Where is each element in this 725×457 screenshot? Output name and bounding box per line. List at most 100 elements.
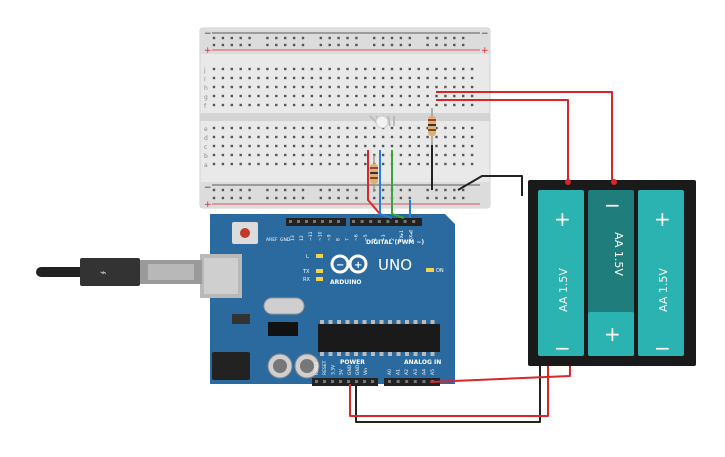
power-pin-label-1: RESET (322, 360, 328, 375)
cell-2-label: AA 1.5V (612, 232, 625, 276)
battery-terminal-positive[interactable] (565, 179, 571, 185)
resistor-bottom[interactable] (370, 155, 378, 192)
led-on-label: ON (436, 268, 444, 274)
rail-minus-label: − (204, 29, 212, 39)
power-pin-label-2: 3.3V (330, 364, 336, 375)
analog-pin-label-4: A4 (421, 369, 427, 375)
row-letter-i: i (204, 76, 206, 83)
analog-pin-label-1: A1 (396, 369, 402, 375)
analog-pin-label-2: A2 (404, 369, 410, 375)
power-pin-label-5: GND (355, 364, 361, 375)
wire-black-power[interactable] (355, 366, 541, 423)
wire-green-led[interactable] (391, 150, 405, 219)
usb-icon: ⌁ (100, 266, 107, 279)
led-on (426, 268, 434, 272)
rgb-led[interactable] (369, 115, 395, 129)
row-letter-g: g (204, 94, 208, 101)
svg-text:−: − (336, 260, 344, 271)
digital-pin-label-8: ~5 (363, 234, 369, 241)
digital-pin-label-9: 4 (372, 238, 378, 241)
row-letter-b: b (204, 153, 208, 160)
analog-header[interactable] (384, 378, 440, 386)
model-label: UNO (378, 256, 412, 274)
digital-header-low[interactable] (350, 218, 422, 226)
led-tx-label: TX (302, 269, 310, 275)
digital-pin-label-0: 13 (290, 235, 296, 241)
cell-1-bottom-sign: − (554, 336, 571, 360)
battery-cell-1: + − AA 1.5V (538, 190, 584, 360)
digital-pin-label-11: 2 (390, 238, 396, 241)
reset-button[interactable] (240, 228, 250, 238)
breadboard-row-letters: j i h g f e d c b a (203, 67, 208, 169)
digital-pin-label-2: ~11 (308, 231, 314, 241)
rail-minus-label-right: − (481, 29, 489, 39)
wire-black-gnd[interactable] (457, 175, 523, 196)
wire-red-analog[interactable] (429, 366, 571, 383)
cell-2-top-sign: − (604, 193, 621, 217)
cell-2-bottom-sign: + (604, 322, 621, 346)
wire-red-rail-mid[interactable] (436, 99, 569, 180)
battery-cell-2: − + AA 1.5V (588, 190, 634, 356)
usb-chip (268, 322, 298, 336)
analog-pin-label-3: A3 (413, 369, 419, 375)
wires (349, 91, 613, 423)
breadboard[interactable]: − + − + − + j i h g f e d c b a (199, 27, 491, 210)
power-pin-label-6: Vin (363, 368, 369, 375)
digital-pin-label-10: ~3 (381, 234, 387, 241)
battery-terminal-negative[interactable] (611, 179, 617, 185)
digital-pin-label-6: 7 (345, 238, 351, 241)
battery-pack[interactable]: + − AA 1.5V − + AA 1.5V + − AA 1.5V (528, 179, 696, 366)
led-rx-label: RX (303, 277, 310, 283)
led-l (316, 254, 323, 258)
analog-pin-label-0: A0 (387, 369, 393, 375)
gnd-label: GND (280, 237, 291, 243)
analog-pin-label-5: A5 (430, 369, 436, 375)
header-pins (289, 220, 434, 383)
rail-plus-label: + (204, 46, 212, 56)
rail-plus-label-right: + (481, 46, 489, 56)
power-header[interactable] (312, 378, 378, 386)
cell-3-bottom-sign: − (654, 336, 671, 360)
wire-red-power[interactable] (349, 366, 549, 417)
row-letter-f: f (204, 103, 207, 110)
atmega-pins (320, 320, 435, 356)
led-l-label: L (306, 254, 309, 260)
digital-pwm-label: DIGITAL (PWM ~) (366, 239, 424, 246)
wire-red-led[interactable] (367, 150, 381, 215)
power-pin-label-0: IOREF (314, 361, 320, 375)
wire-blue-led[interactable] (379, 150, 393, 219)
cell-1-top-sign: + (554, 207, 571, 231)
digital-pin-label-3: ~10 (317, 231, 323, 241)
digital-pin-label-13: RX◂0 (408, 230, 414, 241)
power-pin-label-4: GND (347, 364, 353, 375)
digital-pin-label-4: ~9 (326, 234, 332, 241)
aref-label: AREF (266, 237, 278, 243)
battery-cell-3: + − AA 1.5V (638, 190, 684, 360)
digital-pin-label-12: TX▸1 (399, 230, 405, 242)
row-letter-h: h (204, 85, 208, 92)
digital-pin-label-5: 8 (336, 238, 342, 241)
usb-cable[interactable]: ⌁ (36, 258, 202, 286)
digital-pin-label-1: 12 (299, 235, 305, 241)
power-pin-label-3: 5V (339, 368, 345, 375)
led-tx (316, 269, 323, 273)
svg-text:+: + (354, 260, 362, 271)
rail-plus-label-bottom: + (204, 200, 212, 210)
resistor-top[interactable] (428, 108, 436, 145)
rail-minus-label-bottom: − (204, 183, 212, 193)
brand-label: ARDUINO (330, 279, 361, 286)
cell-1-label: AA 1.5V (557, 268, 570, 312)
row-letter-a: a (204, 162, 208, 169)
voltage-regulator (232, 314, 250, 324)
atmega-chip (318, 324, 440, 352)
digital-pin-label-7: ~6 (354, 234, 360, 241)
wire-red-rail-top[interactable] (436, 91, 613, 180)
power-jack[interactable] (212, 352, 250, 380)
cell-3-top-sign: + (654, 207, 671, 231)
arduino-logo: − + (330, 254, 368, 274)
